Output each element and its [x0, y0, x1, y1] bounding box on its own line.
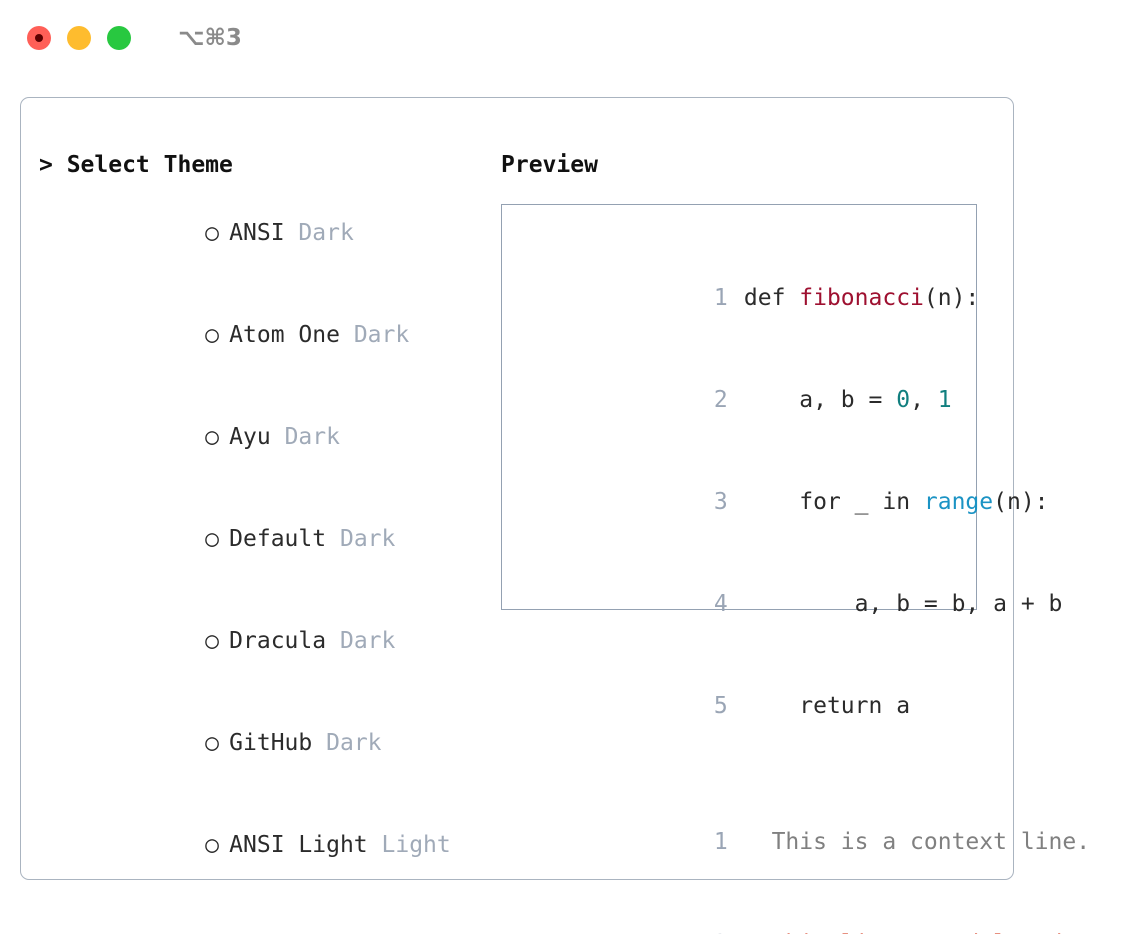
code-token: a, b =: [743, 387, 897, 413]
radio-icon: ○: [205, 832, 220, 858]
code-line: 1 def fibonacci(n):: [520, 247, 980, 349]
theme-option-ayu-light[interactable]: ○Ayu Light Light: [39, 896, 489, 934]
main-panel: > Select Theme ○ ANSI Dark ○ Atom One Dark…: [20, 97, 1090, 934]
code-token: return a: [743, 693, 911, 719]
theme-variant: Light: [381, 832, 451, 858]
code-token: for _ in: [743, 489, 924, 515]
theme-variant: Dark: [339, 628, 396, 654]
code-token-number: 1: [937, 387, 952, 413]
code-token: ,: [910, 387, 938, 413]
theme-option-atom-one-dark[interactable]: ○ Atom One Dark: [39, 284, 489, 386]
select-theme-heading: > Select Theme: [39, 152, 233, 178]
theme-name: Default: [229, 526, 327, 552]
code-line: 2 a, b = 0, 1: [520, 349, 976, 451]
radio-icon: ○: [205, 424, 220, 450]
diff-line-deleted: 2- This line was deleted.: [520, 893, 1076, 934]
code-token: def: [743, 285, 800, 311]
theme-option-ayu-dark[interactable]: ○ Ayu Dark: [39, 386, 489, 488]
line-number: 1: [713, 829, 728, 855]
theme-name: Atom One: [229, 322, 340, 348]
radio-icon: ○: [205, 930, 229, 934]
code-token-function: fibonacci: [799, 285, 924, 311]
line-number: 2: [714, 927, 744, 934]
code-token-number: 0: [896, 387, 911, 413]
theme-option-default-dark[interactable]: ○ Default Dark: [39, 488, 489, 590]
line-number: 5: [713, 693, 728, 719]
code-token: a, b = b, a + b: [743, 591, 1063, 617]
line-number: 4: [713, 591, 728, 617]
radio-icon: ○: [205, 220, 220, 246]
preview-heading: Preview: [501, 152, 598, 178]
theme-name: GitHub: [229, 730, 313, 756]
theme-name: ANSI: [229, 220, 285, 246]
minimize-button[interactable]: [67, 26, 91, 50]
theme-variant: Dark: [298, 220, 354, 246]
theme-option-ansi-dark[interactable]: ○ ANSI Dark: [39, 182, 489, 284]
radio-icon: ○: [205, 628, 220, 654]
close-icon: [35, 34, 43, 42]
preview-spacer: [520, 757, 976, 791]
maximize-button[interactable]: [107, 26, 131, 50]
window-controls: [27, 26, 131, 50]
theme-variant: Dark: [284, 424, 340, 450]
line-number: 1: [713, 285, 728, 311]
diff-line-context: 1 This is a context line.: [520, 791, 1090, 893]
theme-name: Ayu: [229, 424, 271, 450]
radio-icon: ○: [205, 526, 220, 552]
diff-text: This is a context line.: [743, 829, 1091, 855]
keyboard-shortcut-label: ⌥⌘3: [178, 25, 242, 51]
close-button[interactable]: [27, 26, 51, 50]
code-token: (n):: [993, 489, 1049, 515]
theme-name: Dracula: [229, 628, 327, 654]
theme-option-dracula-dark[interactable]: ○ Dracula Dark: [39, 590, 489, 692]
theme-option-github-dark[interactable]: ○ GitHub Dark: [39, 692, 489, 794]
line-number: 2: [713, 387, 728, 413]
theme-variant: Dark: [326, 730, 382, 756]
diff-text: - This line was deleted.: [744, 931, 1076, 934]
theme-variant: Dark: [339, 526, 396, 552]
code-token: (n):: [923, 285, 980, 311]
theme-option-ansi-light[interactable]: ○ ANSI Light Light: [39, 794, 489, 896]
theme-selector-column: > Select Theme ○ ANSI Dark ○ Atom One Dark…: [39, 148, 489, 934]
title-bar: ⌥⌘3: [0, 0, 1140, 76]
code-line: 4 a, b = b, a + b: [520, 553, 1063, 655]
line-number: 3: [713, 489, 728, 515]
code-line: 3 for _ in range(n):: [520, 451, 1049, 553]
diff-sample: 1 This is a context line. 2- This line w…: [520, 791, 1090, 934]
theme-variant: Dark: [353, 322, 410, 348]
code-line: 5 return a: [520, 655, 976, 757]
radio-icon: ○: [205, 730, 220, 756]
theme-option-list: ○ ANSI Dark ○ Atom One Dark ○ Ayu Dark ○ Def…: [39, 182, 489, 934]
radio-icon: ○: [205, 322, 220, 348]
code-token-call: range: [923, 489, 994, 515]
theme-name: ANSI Light: [229, 832, 368, 858]
